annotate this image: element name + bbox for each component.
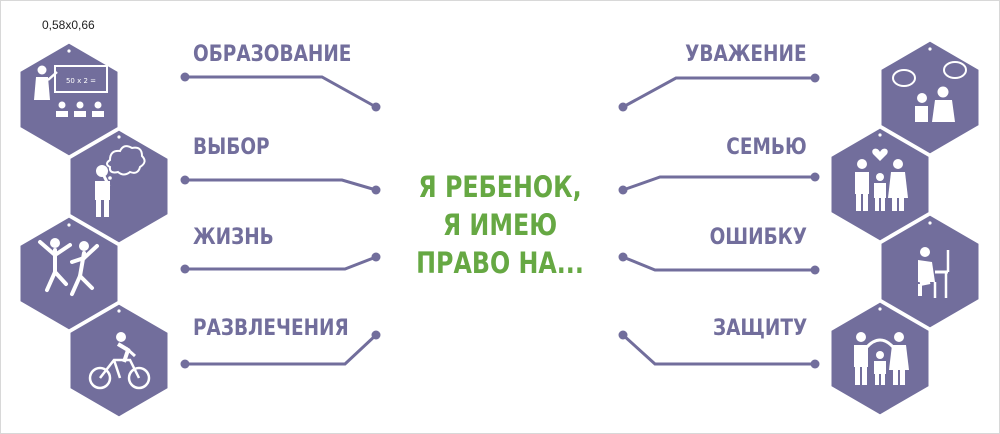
label-education: ОБРАЗОВАНИЕ <box>193 42 352 67</box>
jumping-people-icon <box>38 238 99 296</box>
connector-line-family <box>622 175 815 192</box>
left-connectors <box>185 75 378 366</box>
sad-child-icon <box>918 247 950 298</box>
board-text: 50 x 2 = <box>66 77 96 85</box>
size-label: 0,58x0,66 <box>42 18 95 32</box>
right-connector-dots <box>618 73 820 369</box>
cyclist-icon <box>88 332 151 390</box>
family-heart-icon <box>855 148 908 211</box>
center-line-2: Я ИМЕЮ <box>442 208 558 242</box>
left-connector-dots <box>180 72 381 369</box>
label-mistake: ОШИБКУ <box>709 225 807 250</box>
conversation-icon <box>892 61 967 122</box>
connector-line-fun <box>185 333 378 366</box>
hex-studs <box>67 47 932 313</box>
thinking-person-icon <box>95 145 146 217</box>
protection-family-icon <box>854 332 909 385</box>
right-connectors <box>621 76 815 366</box>
connector-line-protection <box>621 333 815 366</box>
connector-line-choice <box>185 178 377 192</box>
label-entertainment: РАЗВЛЕЧЕНИЯ <box>193 316 349 341</box>
connector-line-life <box>185 255 377 271</box>
connector-line-respect <box>622 76 815 109</box>
center-line-3: ПРАВО НА... <box>416 246 584 280</box>
classroom-icon: 50 x 2 = <box>34 65 108 117</box>
connector-line-education <box>185 75 377 109</box>
label-respect: УВАЖЕНИЕ <box>685 42 807 67</box>
center-line-1: Я РЕБЕНОК, <box>418 170 582 204</box>
label-life: ЖИЗНЬ <box>193 225 274 250</box>
connector-line-mistake <box>622 255 815 272</box>
center-statement: Я РЕБЕНОК, Я ИМЕЮ ПРАВО НА... <box>378 168 622 282</box>
label-choice: ВЫБОР <box>193 135 270 160</box>
label-protection: ЗАЩИТУ <box>712 316 807 341</box>
label-family: СЕМЬЮ <box>726 135 807 160</box>
